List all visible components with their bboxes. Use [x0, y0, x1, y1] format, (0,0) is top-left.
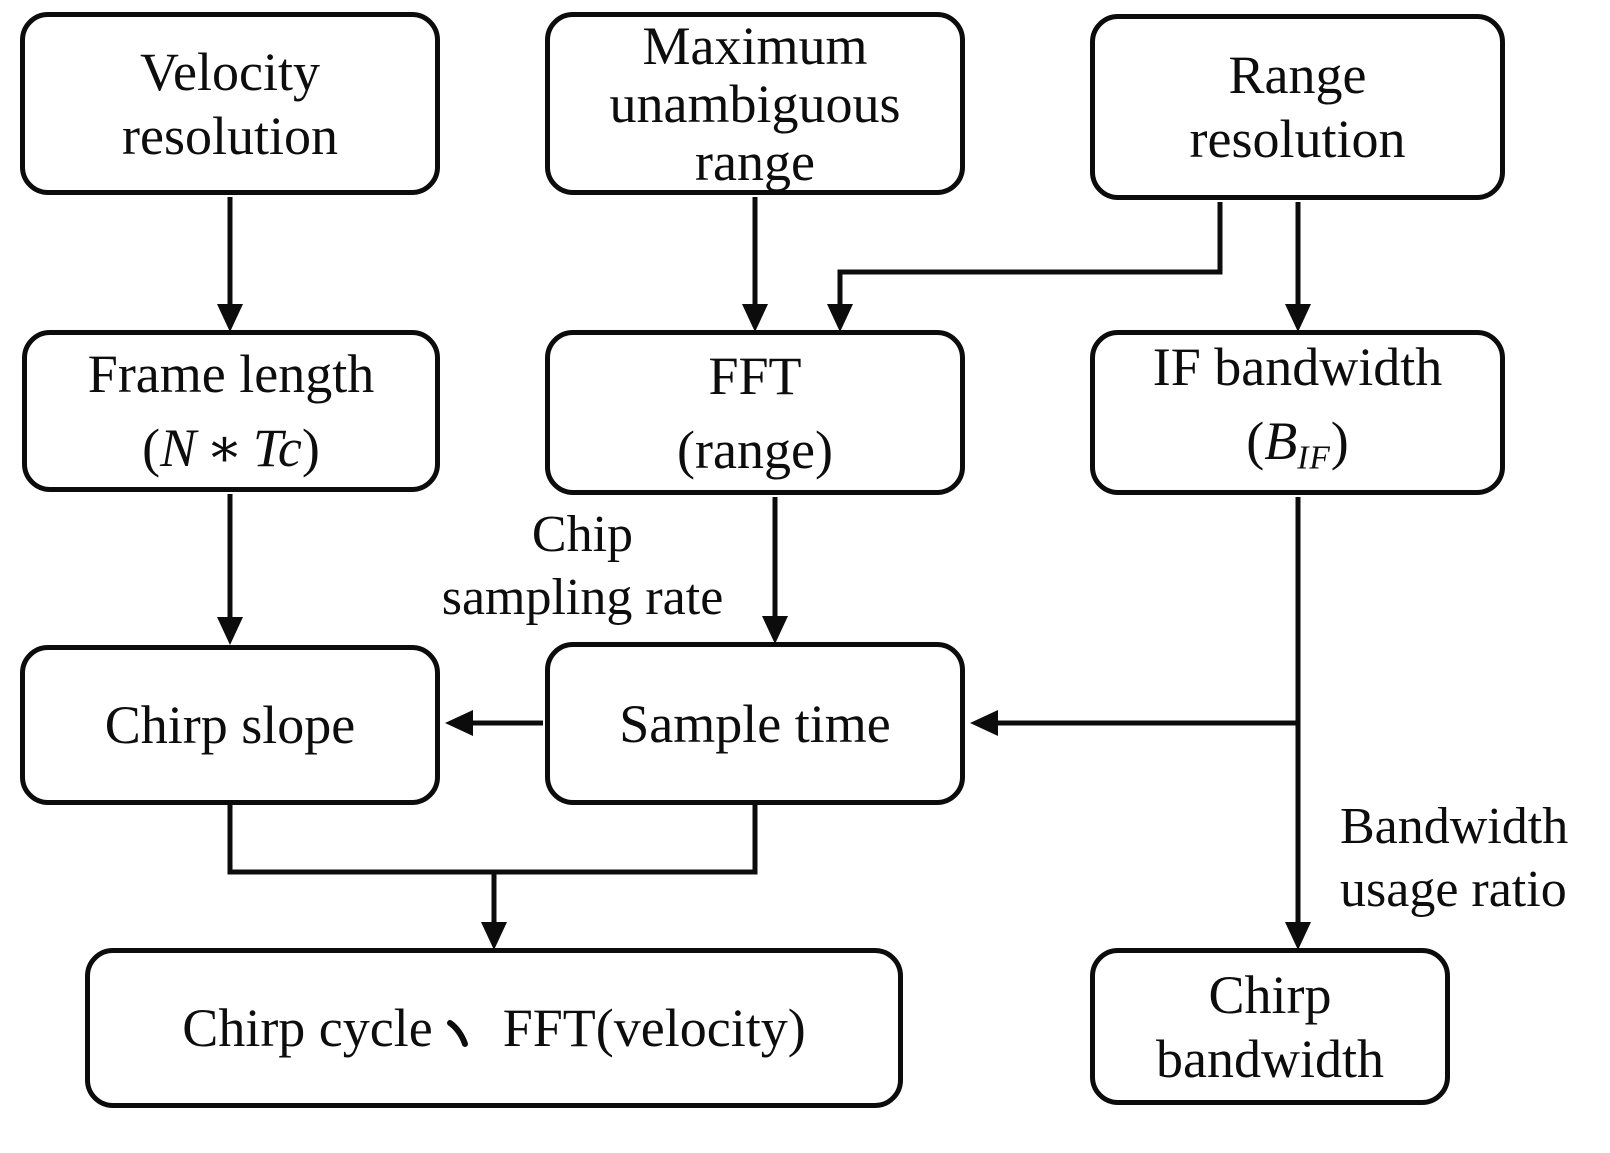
ideographic-comma-icon: [446, 1020, 468, 1047]
formula-open-paren: (: [142, 418, 161, 478]
node-chirp-cycle-fft-velocity: Chirp cycle、 FFT(velocity): [85, 948, 903, 1108]
node-chirp-slope: Chirp slope: [20, 645, 440, 805]
edge-fft-range-to-sample-time: [762, 497, 788, 644]
edge-sample-time-to-chirp-slope: [445, 710, 543, 736]
edge-if-bandwidth-to-sample-time-and-chirp-bandwidth: [970, 497, 1311, 950]
ideographic-comma-text: 、: [433, 996, 434, 997]
node-if-bandwidth: IF bandwidth (BIF): [1090, 330, 1505, 495]
chirp-cycle-text: Chirp cycle: [182, 998, 433, 1058]
node-chirp-bandwidth: Chirp bandwidth: [1090, 948, 1450, 1105]
formula-var-tc: Tc: [252, 418, 302, 478]
node-maximum-unambiguous-range: Maximum unambiguous range: [545, 12, 965, 195]
chirp-cycle-fft-velocity-label: Chirp cycle、 FFT(velocity): [182, 996, 805, 1060]
edge-label-chip-sampling-rate: Chip sampling rate: [441, 506, 724, 626]
edge-merge-to-chirp-cycle: [227, 805, 758, 950]
if-bandwidth-formula: (BIF): [1246, 404, 1349, 495]
edge-frame-length-to-chirp-slope: [217, 494, 243, 645]
formula-var-b: B: [1264, 410, 1298, 471]
node-fft-range: FFT (range): [545, 330, 965, 495]
edge-velocity-resolution-to-frame-length: [217, 197, 243, 332]
node-frame-length: Frame length (N∗Tc): [22, 330, 440, 492]
velocity-resolution-label: Velocity resolution: [122, 41, 338, 166]
node-range-resolution: Range resolution: [1090, 14, 1505, 200]
if-bandwidth-line1: IF bandwidth: [1152, 336, 1443, 397]
maximum-unambiguous-range-label: Maximum unambiguous range: [609, 15, 901, 192]
edge-range-resolution-to-fft-range: [827, 202, 1223, 332]
formula-close-paren: ): [301, 418, 320, 478]
formula-operator: ∗: [206, 418, 243, 478]
edge-range-resolution-to-if-bandwidth: [1285, 202, 1311, 332]
node-velocity-resolution: Velocity resolution: [20, 12, 440, 195]
chirp-bandwidth-label: Chirp bandwidth: [1156, 964, 1384, 1089]
chirp-slope-label: Chirp slope: [104, 695, 356, 755]
frame-length-line1: Frame length: [87, 344, 375, 404]
edge-max-unambiguous-range-to-fft-range: [742, 197, 768, 332]
fft-range-label: FFT (range): [677, 345, 833, 480]
formula-close-paren: ): [1330, 410, 1349, 471]
formula-var-n: N: [160, 418, 197, 478]
edge-label-bandwidth-usage-ratio: Bandwidth usage ratio: [1340, 798, 1569, 918]
range-resolution-label: Range resolution: [1189, 45, 1406, 169]
node-sample-time: Sample time: [545, 642, 965, 805]
sample-time-label: Sample time: [619, 693, 891, 754]
fft-velocity-text: FFT(velocity): [502, 998, 806, 1058]
formula-subscript-if: IF: [1297, 439, 1331, 477]
frame-length-formula: (N∗Tc): [142, 411, 320, 485]
formula-open-paren: (: [1246, 410, 1265, 471]
